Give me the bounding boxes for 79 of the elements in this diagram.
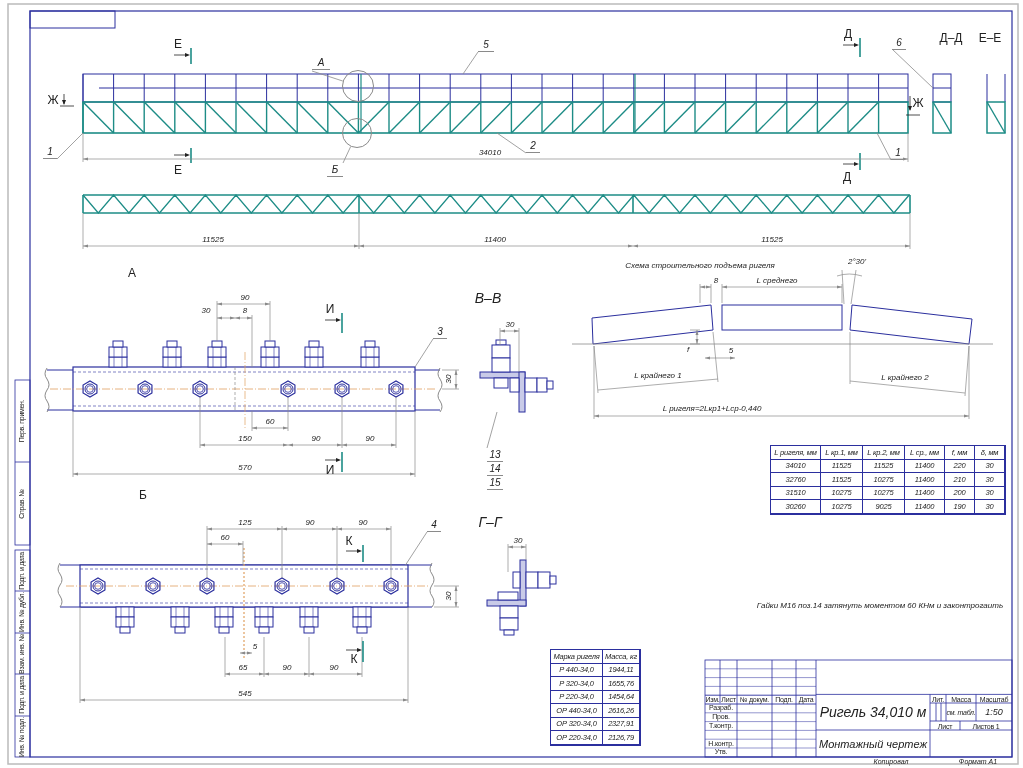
leader-line xyxy=(311,70,344,82)
section-title: Г–Г xyxy=(478,515,502,529)
dimension-value: 90 xyxy=(282,664,292,672)
dimension-value: 34010 xyxy=(478,149,502,157)
callout-number: 2 xyxy=(526,139,540,153)
dimension-value: 2°30' xyxy=(847,258,867,266)
view-letter: Ж xyxy=(47,94,59,106)
dimension-value: 11400 xyxy=(484,236,506,244)
drawing-subtitle: Монтажный чертеж xyxy=(819,738,927,749)
dimension-value: L среднего xyxy=(756,277,798,285)
dimension-value: 30 xyxy=(201,307,211,315)
view-letter: Е xyxy=(174,38,182,50)
callout-number: 1 xyxy=(891,146,905,160)
view-letter: Д xyxy=(843,28,853,40)
leader-line xyxy=(486,411,498,449)
dimension-value: 60 xyxy=(265,418,275,426)
dimension-value: 8 xyxy=(242,307,248,315)
dimension-value: 150 xyxy=(238,435,252,443)
leader-line xyxy=(876,132,892,161)
callout-number: 1 xyxy=(43,145,57,159)
dimension-value: 30 xyxy=(513,537,523,545)
leader-line xyxy=(405,531,428,566)
leader-line xyxy=(414,338,434,368)
dimension-value: 90 xyxy=(240,294,250,302)
callout-number: 4 xyxy=(427,518,441,532)
dimension-value: 5 xyxy=(728,347,734,355)
view-letter: Б xyxy=(139,489,147,501)
view-letter: К xyxy=(350,653,358,665)
dimension-value: 8 xyxy=(713,277,719,285)
leader-line xyxy=(462,51,479,75)
callout-number: А xyxy=(312,56,330,70)
note-text: Схема строительного подъема ригеля xyxy=(625,262,775,270)
view-letter: К xyxy=(345,535,353,547)
leader-line xyxy=(891,48,934,89)
view-letter: Е xyxy=(174,164,182,176)
view-letter: Д–Д xyxy=(939,32,963,44)
view-letter: Е–Е xyxy=(978,32,1002,44)
callout-number: Б xyxy=(327,163,343,177)
view-letter: Ж xyxy=(912,97,924,109)
view-letter: И xyxy=(325,303,335,315)
dimension-value: 11525 xyxy=(761,236,783,244)
leader-line xyxy=(342,146,352,164)
view-letter: Д xyxy=(842,171,852,183)
callout-number: 13 xyxy=(487,448,503,462)
dimension-value: 545 xyxy=(238,690,252,698)
callout-number: 15 xyxy=(487,476,503,490)
section-title: В–В xyxy=(474,291,502,305)
callout-number: 14 xyxy=(487,462,503,476)
leader-line xyxy=(56,132,84,160)
dimension-value: 125 xyxy=(238,519,252,527)
view-letter: И xyxy=(325,464,335,476)
dimension-value: L ригеля=2Lкр1+Lср-0,440 xyxy=(662,405,762,413)
dimension-value: 90 xyxy=(311,435,321,443)
dimension-value: 11525 xyxy=(202,236,224,244)
dimension-value: 30 xyxy=(445,591,453,601)
dimension-value: 30 xyxy=(505,321,515,329)
view-letter: А xyxy=(128,267,136,279)
dimension-value: f xyxy=(686,346,690,354)
leader-line xyxy=(496,132,527,154)
dimension-value: 30 xyxy=(445,374,453,384)
section-drawing xyxy=(932,73,952,134)
dimension-value: L крайнего 1 xyxy=(634,372,682,380)
dimension-value: 90 xyxy=(365,435,375,443)
dimension-value: 90 xyxy=(358,519,368,527)
callout-number: 3 xyxy=(433,325,447,339)
dimension-value: 65 xyxy=(238,664,248,672)
dimension-value: L крайнего 2 xyxy=(881,374,929,382)
callout-number: 5 xyxy=(478,38,494,52)
drawing-title: Ригель 34,010 м xyxy=(819,705,927,719)
dimension-value: 90 xyxy=(305,519,315,527)
title-block-text: 1:50 xyxy=(985,707,1003,717)
truss-elevation-drawing xyxy=(82,73,909,134)
callout-number: 6 xyxy=(892,36,906,50)
angle-section-drawing xyxy=(479,339,554,413)
dimension-value: 570 xyxy=(238,464,252,472)
dimension-value: 60 xyxy=(220,534,230,542)
note-text: Гайки М16 поз.14 затянуть моментом 60 КНм и законтрогаить xyxy=(756,602,1004,610)
dimension-value: 90 xyxy=(329,664,339,672)
dimension-value: 5 xyxy=(252,643,258,651)
